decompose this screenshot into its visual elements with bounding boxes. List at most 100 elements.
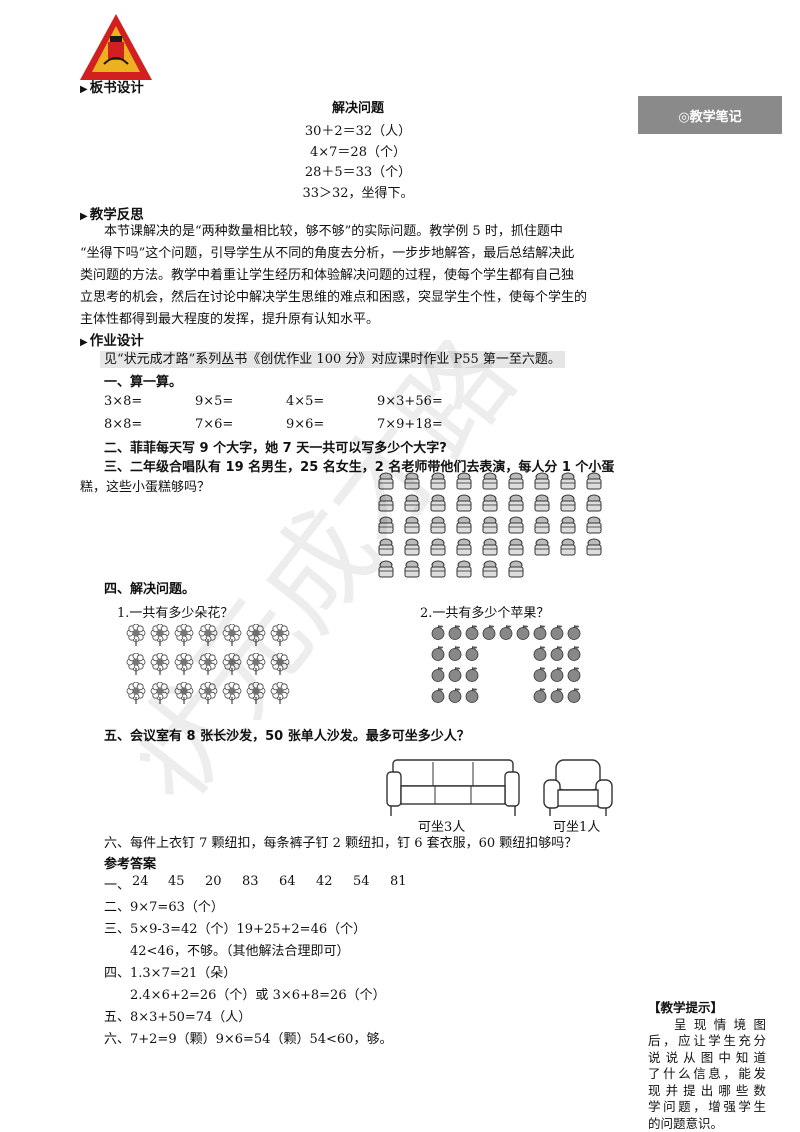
teaching-tip-line: 说说从图中知道 bbox=[648, 1049, 766, 1065]
q3-line-1: 三、二年级合唱队有 19 名男生，25 名女生，2 名老师带他们去表演，每人分 … bbox=[104, 456, 624, 475]
answer-1-value: 24 bbox=[132, 874, 149, 889]
homework-reference-text: 见“状元成才路”系列丛书《创优作业 100 分》对应课时作业 P55 第一至六题… bbox=[100, 351, 565, 368]
apple-icon bbox=[431, 666, 445, 682]
answer-1-value: 45 bbox=[168, 874, 185, 889]
cake-icon bbox=[586, 516, 602, 534]
cake-icon bbox=[560, 538, 576, 556]
apple-icon bbox=[567, 624, 581, 640]
cake-icon bbox=[534, 472, 550, 490]
apple-icon bbox=[550, 687, 564, 703]
q3-line-2: 糕，这些小蛋糕够吗？ bbox=[80, 480, 211, 495]
homework-reference: 见“状元成才路”系列丛书《创优作业 100 分》对应课时作业 P55 第一至六题… bbox=[100, 348, 565, 368]
cake-icon bbox=[378, 516, 394, 534]
apple-icon bbox=[448, 624, 462, 640]
answer-1-value: 20 bbox=[205, 874, 222, 889]
flower-icon bbox=[246, 624, 266, 646]
apple-icon bbox=[533, 624, 547, 640]
flower-icon bbox=[174, 624, 194, 646]
flower-icon bbox=[246, 653, 266, 675]
q4-title: 四、解决问题。 bbox=[104, 582, 196, 597]
cake-icon bbox=[482, 472, 498, 490]
answer-6: 六、7+2=9（颗）9×6=54（颗）54<60，够。 bbox=[104, 1032, 393, 1047]
apple-icon bbox=[465, 687, 479, 703]
cake-icon bbox=[586, 494, 602, 512]
cake-icon bbox=[482, 560, 498, 578]
cake-icon bbox=[586, 538, 602, 556]
cake-icon bbox=[430, 560, 446, 578]
q1-row-2: 8×8= 7×6= 9×6= 7×9+18= bbox=[104, 417, 468, 432]
cake-icon bbox=[456, 560, 472, 578]
apple-icon bbox=[465, 666, 479, 682]
teaching-tip-line: 了什么信息，能发 bbox=[648, 1066, 766, 1081]
q1-row-1: 3×8= 9×5= 4×5= 9×3+56= bbox=[104, 394, 468, 409]
cake-icon bbox=[534, 494, 550, 512]
teaching-tip-line: 学问题，增强学生 bbox=[648, 1099, 766, 1114]
single-sofa-label: 可坐1人 bbox=[553, 820, 601, 835]
flower-picture bbox=[126, 624, 296, 708]
apple-icon bbox=[567, 645, 581, 661]
cake-icon bbox=[404, 516, 420, 534]
cake-icon bbox=[534, 538, 550, 556]
flower-icon bbox=[150, 653, 170, 675]
board-design-heading: ▶板书设计 bbox=[80, 80, 144, 96]
flower-icon bbox=[270, 682, 290, 704]
answers-heading: 参考答案 bbox=[104, 857, 157, 872]
answer-1-value: 64 bbox=[279, 874, 296, 889]
apple-picture bbox=[430, 624, 590, 708]
apple-icon bbox=[431, 687, 445, 703]
q1-item: 9×3+56= bbox=[377, 394, 443, 409]
teaching-tip-heading: 【教学提示】 bbox=[648, 1000, 724, 1015]
cake-icon bbox=[508, 516, 524, 534]
answer-3: 三、5×9-3=42（个）19+25+2=46（个） bbox=[104, 922, 367, 937]
answer-1-label: 一、 bbox=[104, 878, 131, 893]
cake-icon bbox=[508, 494, 524, 512]
apple-icon bbox=[533, 687, 547, 703]
answer-1-value: 42 bbox=[316, 874, 333, 889]
cake-icon bbox=[430, 472, 446, 490]
teaching-tip-line: 后，应让学生充分 bbox=[648, 1033, 766, 1048]
apple-icon bbox=[516, 624, 530, 640]
cake-icon bbox=[404, 494, 420, 512]
homework-heading: ▶作业设计 bbox=[80, 333, 144, 349]
cake-icon bbox=[430, 494, 446, 512]
q3-text-1: 三、二年级合唱队有 19 名男生，25 名女生，2 名老师带他们去表演，每人分 … bbox=[104, 460, 615, 475]
cake-icon bbox=[456, 494, 472, 512]
answer-2: 二、9×7=63（个） bbox=[104, 900, 224, 915]
red-triangle-logo-icon bbox=[80, 14, 152, 80]
cake-icon bbox=[404, 538, 420, 556]
apple-icon bbox=[567, 687, 581, 703]
reflection-line-5: 主体性都得到最大程度的发挥，提升原有认知水平。 bbox=[80, 312, 380, 327]
q1-item: 9×6= bbox=[286, 417, 325, 432]
apple-icon bbox=[533, 666, 547, 682]
answer-4: 四、1.3×7=21（朵） bbox=[104, 966, 237, 981]
flower-icon bbox=[150, 624, 170, 646]
reflection-line-1: 本节课解决的是“两种数量相比较，够不够”的实际问题。教学例 5 时，抓住题中 bbox=[104, 224, 563, 239]
reflection-heading: ▶教学反思 bbox=[80, 207, 144, 223]
cake-icon bbox=[430, 516, 446, 534]
flower-icon bbox=[198, 682, 218, 704]
flower-icon bbox=[270, 624, 290, 646]
long-sofa-label: 可坐3人 bbox=[418, 820, 466, 835]
q4-sub1: 1.一共有多少朵花？ bbox=[117, 606, 234, 621]
answer-5: 五、8×3+50=74（人） bbox=[104, 1010, 252, 1025]
apple-icon bbox=[431, 645, 445, 661]
cake-icon bbox=[404, 472, 420, 490]
apple-icon bbox=[550, 666, 564, 682]
q1-item: 9×5= bbox=[195, 394, 234, 409]
teaching-tip-line: 呈现情境图 bbox=[674, 1016, 766, 1032]
answer-4-cont: 2.4×6+2=26（个）或 3×6+8=26（个） bbox=[130, 988, 386, 1003]
long-sofa-picture bbox=[386, 759, 520, 816]
cake-icon bbox=[482, 516, 498, 534]
q1-title: 一、算一算。 bbox=[104, 375, 183, 390]
q5-text: 五、会议室有 8 张长沙发，50 张单人沙发。最多可坐多少人？ bbox=[104, 729, 470, 744]
cake-icon bbox=[586, 472, 602, 490]
reflection-line-4: 立思考的机会，然后在讨论中解决学生思维的难点和困惑，突显学生个性，使每个学生的 bbox=[80, 290, 588, 305]
board-line-4: 33＞32，坐得下。 bbox=[302, 186, 414, 201]
answer-1-value: 83 bbox=[242, 874, 259, 889]
answer-3-cont: 42<46，不够。（其他解法合理即可） bbox=[130, 944, 350, 959]
flower-icon bbox=[198, 624, 218, 646]
flower-icon bbox=[222, 624, 242, 646]
apple-icon bbox=[499, 624, 513, 640]
apple-icon bbox=[465, 624, 479, 640]
answer-1-value: 81 bbox=[390, 874, 407, 889]
